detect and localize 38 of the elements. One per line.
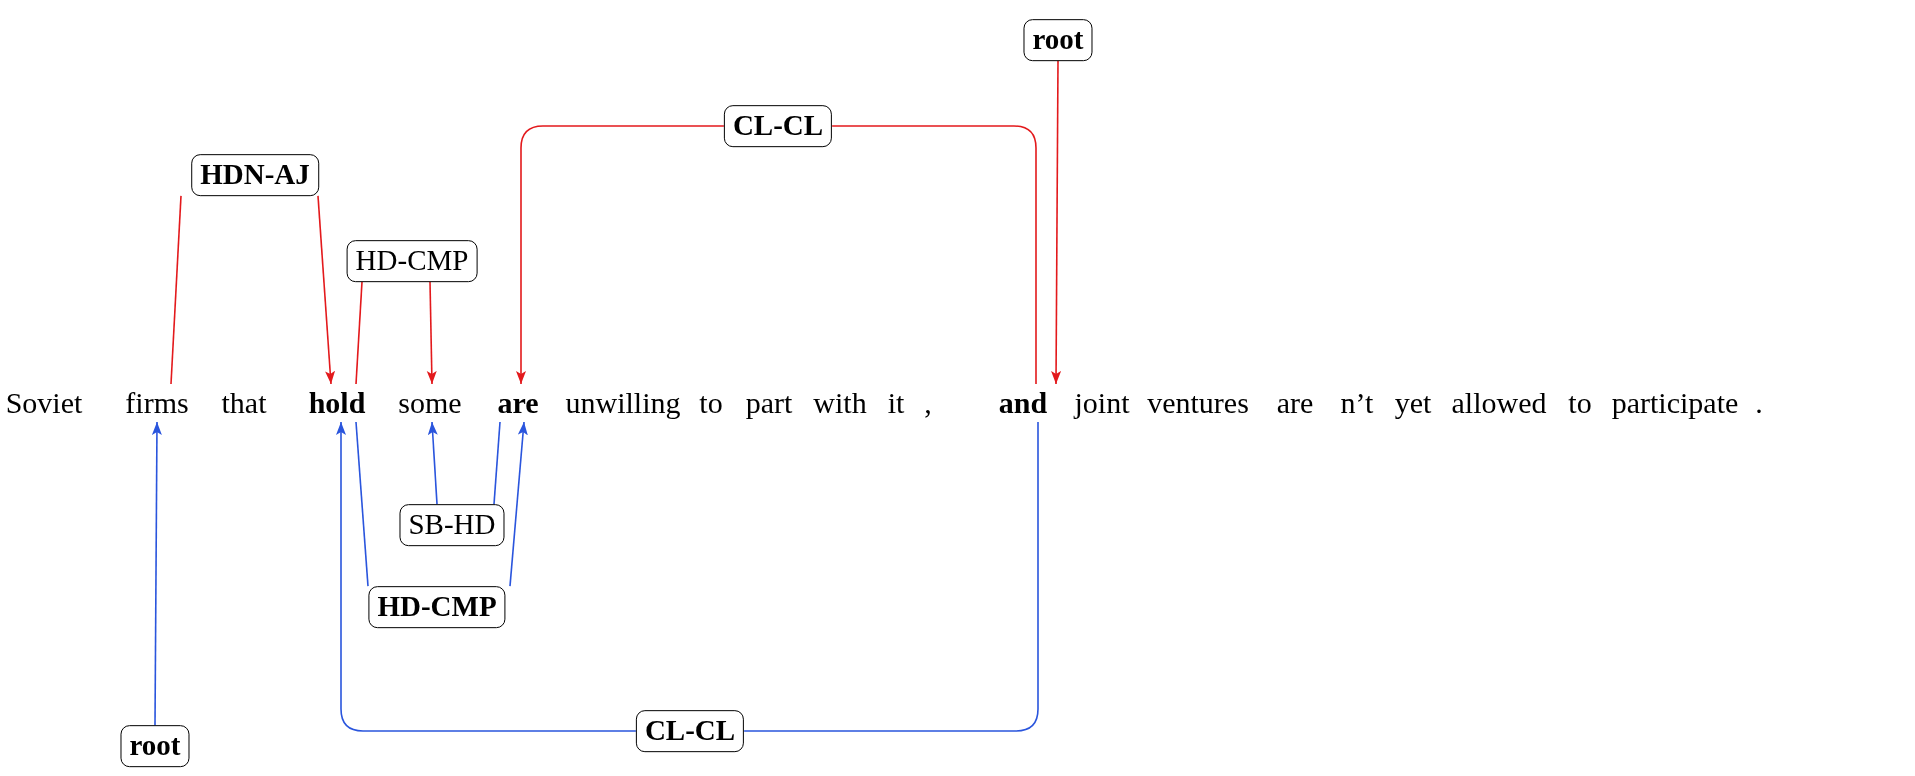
word-token: yet xyxy=(1394,388,1432,418)
dependency-label: HD-CMP xyxy=(346,240,478,282)
word-token: some xyxy=(398,388,462,418)
word-token: . xyxy=(1755,388,1763,418)
word-token: , xyxy=(924,388,932,418)
dependency-arrow xyxy=(151,421,162,726)
word-token: to xyxy=(699,388,723,418)
word-token: and xyxy=(998,388,1048,418)
word-token: it xyxy=(887,388,905,418)
word-token: n’t xyxy=(1340,388,1374,418)
dependency-arrow xyxy=(427,421,438,505)
word-token: are xyxy=(497,388,539,418)
word-token: ventures xyxy=(1147,388,1249,418)
word-token: are xyxy=(1276,388,1314,418)
dependency-arrow xyxy=(317,195,336,385)
dependency-arrow xyxy=(336,421,637,732)
word-token: part xyxy=(745,388,793,418)
word-token: joint xyxy=(1074,388,1130,418)
dependency-arrow xyxy=(1051,60,1062,385)
dependency-label: CL-CL xyxy=(635,710,745,752)
dependency-label: CL-CL xyxy=(723,105,833,147)
dependency-label: HDN-AJ xyxy=(191,154,319,196)
dependency-arrow xyxy=(426,281,437,385)
word-token: allowed xyxy=(1451,388,1547,418)
word-token: unwilling xyxy=(565,388,681,418)
word-token: that xyxy=(221,388,267,418)
word-token: firms xyxy=(125,388,189,418)
dependency-label: root xyxy=(120,725,190,767)
word-token: to xyxy=(1568,388,1592,418)
dependency-label: SB-HD xyxy=(399,504,505,546)
dependency-label: HD-CMP xyxy=(368,586,506,628)
dependency-label: root xyxy=(1023,19,1093,61)
dependency-arrow xyxy=(516,125,725,385)
word-token: hold xyxy=(308,388,366,418)
word-token: with xyxy=(813,388,867,418)
dependency-arrow xyxy=(509,421,528,587)
word-token: participate xyxy=(1611,388,1739,418)
word-token: Soviet xyxy=(5,388,83,418)
